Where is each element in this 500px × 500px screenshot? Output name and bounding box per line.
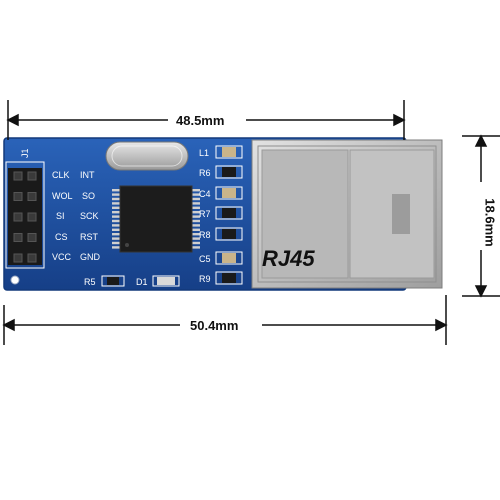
header-pin xyxy=(13,233,23,242)
chip-pin xyxy=(192,237,200,240)
component-outline xyxy=(215,186,243,200)
dimension-right-label: 18.6mm xyxy=(482,198,498,247)
header-pin xyxy=(27,253,37,263)
component-label: R6 xyxy=(199,168,211,178)
pin-label: VCC xyxy=(52,252,72,262)
pin-label: RST xyxy=(80,232,99,242)
chip-pin xyxy=(112,197,120,201)
rj45-jack xyxy=(251,139,443,289)
pin-label: WOL xyxy=(52,191,73,201)
pin-label: SI xyxy=(56,211,65,221)
component-label: R7 xyxy=(199,209,211,219)
chip-pin xyxy=(192,202,200,205)
component-label: L1 xyxy=(199,148,209,158)
bottom-components: R5 D1 xyxy=(84,275,180,287)
component-outline xyxy=(215,251,243,265)
pin-label: GND xyxy=(80,252,101,262)
header-pin xyxy=(13,171,23,181)
smd-part xyxy=(222,253,236,263)
pin-label: SO xyxy=(82,191,95,201)
component-outline xyxy=(215,271,243,285)
chip-pin xyxy=(192,246,200,249)
chip-pin xyxy=(112,241,120,245)
chip-pin xyxy=(192,189,200,192)
chip-pin xyxy=(192,224,200,227)
chip-pin xyxy=(112,189,120,192)
header-pin xyxy=(27,233,37,242)
chip-pin xyxy=(192,241,200,245)
pin-labels-right: INT SO SCK RST GND xyxy=(80,170,101,262)
pin-label: SCK xyxy=(80,211,99,221)
pin-label: CS xyxy=(55,232,68,242)
header-pin xyxy=(13,212,23,222)
smd-part xyxy=(222,273,236,283)
chip-pin xyxy=(192,211,200,214)
component-label: R5 xyxy=(84,277,96,287)
chip-pin xyxy=(192,215,200,218)
smd-part xyxy=(222,188,236,198)
header-pin xyxy=(27,192,37,201)
smd-part xyxy=(222,147,236,157)
chip-pin xyxy=(112,237,120,240)
dimension-right xyxy=(462,134,500,298)
chip-pin xyxy=(192,219,200,223)
chip-pin xyxy=(192,228,200,231)
dimension-bottom xyxy=(2,295,448,345)
component-outline xyxy=(215,145,243,159)
smd-part xyxy=(222,167,236,177)
chip-pin xyxy=(112,246,120,249)
component-outline xyxy=(215,165,243,179)
chip-pin xyxy=(112,215,120,218)
header-pin xyxy=(13,192,23,201)
chip-pin xyxy=(112,219,120,223)
crystal-oscillator xyxy=(105,141,189,171)
header-pin xyxy=(13,253,23,263)
rj45-label: RJ45 xyxy=(262,246,315,271)
pin-header xyxy=(8,168,42,265)
component-label: C4 xyxy=(199,189,211,199)
chip-pin xyxy=(192,206,200,209)
chip-pin xyxy=(112,224,120,227)
chip-pin xyxy=(192,197,200,201)
pin-label: CLK xyxy=(52,170,70,180)
component-outline xyxy=(215,206,243,220)
chip-pin xyxy=(112,193,120,196)
component-label: R8 xyxy=(199,230,211,240)
pin-labels-left: CLK WOL SI CS VCC xyxy=(52,170,73,262)
component-outline xyxy=(215,227,243,241)
chip-pin xyxy=(192,233,200,236)
smd-part xyxy=(222,208,236,218)
pin-label: INT xyxy=(80,170,95,180)
chip-pin xyxy=(112,211,120,214)
component-label: R9 xyxy=(199,274,211,284)
header-pin xyxy=(27,212,37,222)
header-pin xyxy=(27,171,37,181)
component-label: C5 xyxy=(199,254,211,264)
ethernet-controller-chip xyxy=(112,185,200,253)
smd-part xyxy=(222,229,236,239)
dimension-top xyxy=(6,100,406,140)
chip-pin xyxy=(112,228,120,231)
mounting-hole xyxy=(10,275,20,285)
header-ref: J1 xyxy=(20,148,30,158)
component-label: D1 xyxy=(136,277,148,287)
chip-pin xyxy=(192,193,200,196)
dimension-top-label: 48.5mm xyxy=(176,113,225,128)
chip-pin xyxy=(112,233,120,236)
chip-pin xyxy=(112,206,120,209)
dimension-bottom-label: 50.4mm xyxy=(190,318,239,333)
chip-pin xyxy=(112,202,120,205)
